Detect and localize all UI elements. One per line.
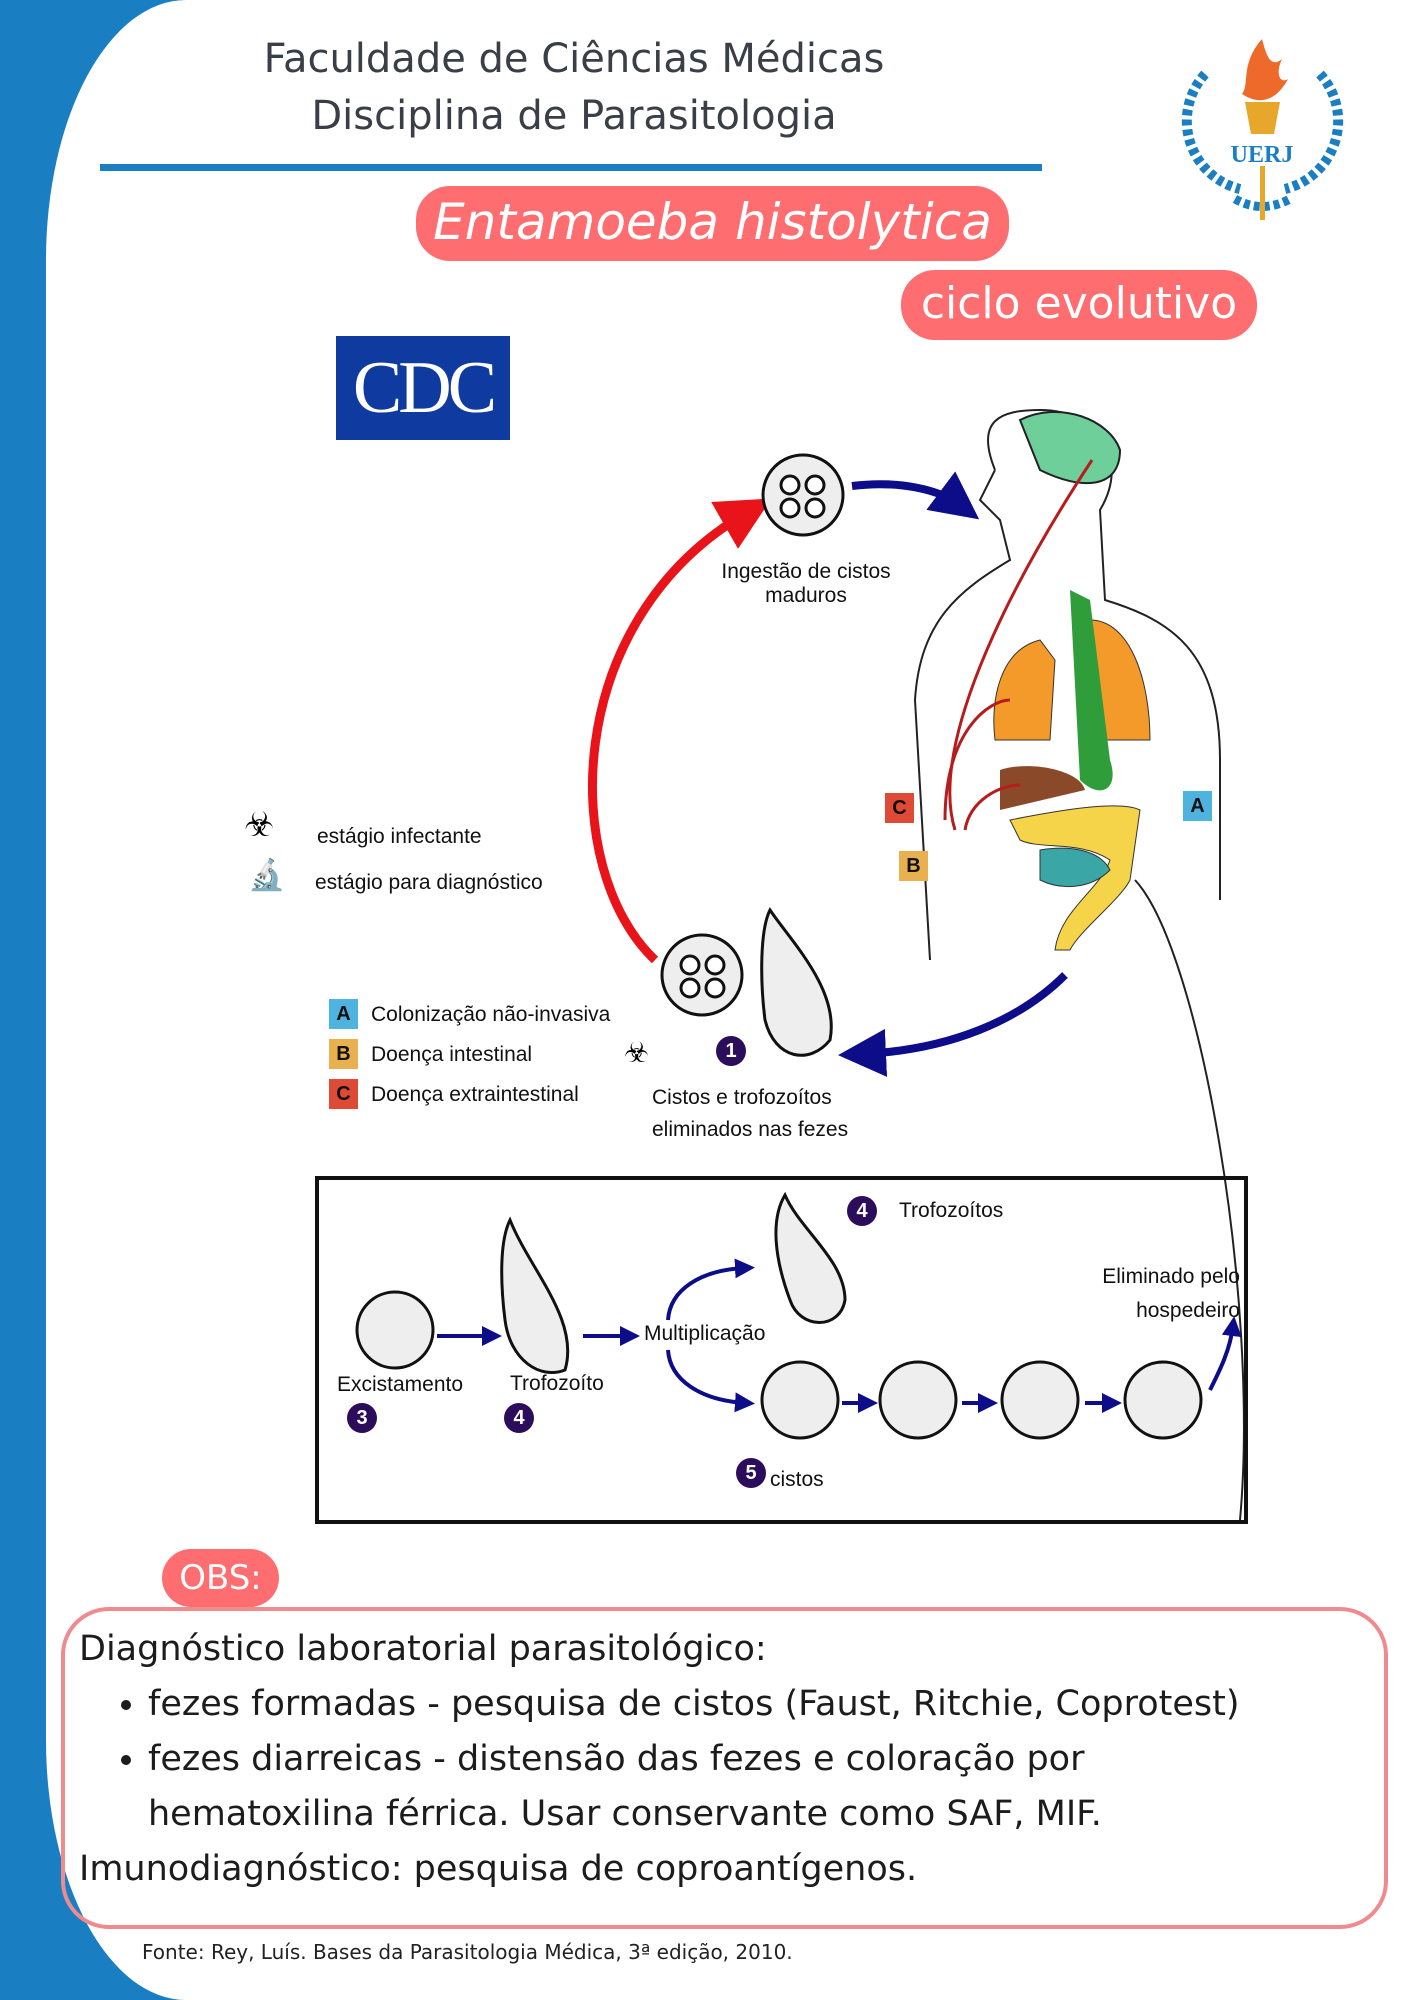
feces-cyst-trophozoite-image [660,907,833,1057]
cyst-stage-2 [878,1360,958,1440]
body-label-b: B [899,851,928,881]
excyst-label: Excistamento [337,1373,464,1396]
legend-c-key: C [329,1079,358,1109]
step-5-badge: 5 [736,1458,766,1488]
step-3-badge: 3 [347,1403,377,1433]
cyst-stage-1 [760,1360,840,1440]
legend-c-label: Doença extraintestinal [371,1083,579,1106]
arrow-to-brain [948,459,1094,831]
legend-a-key: A [329,999,358,1029]
step-4-badge: 4 [504,1403,534,1433]
legend-diagnostic: estágio para diagnóstico [315,871,543,894]
source-citation: Fonte: Rey, Luís. Bases da Parasitologia… [142,1940,793,1964]
arrow-to-ingestion [588,498,772,964]
faculty-name: Faculdade de Ciências Médicas [263,36,885,82]
legend-infective: estágio infectante [317,825,482,848]
trophozoites-image [774,1191,847,1324]
obs-bullet: fezes diarreicas - distensão das fezes e… [148,1732,1288,1842]
legend-b-key: B [329,1039,358,1069]
microscope-icon: 🔬 [248,859,286,892]
arrow-to-feces [838,972,1068,1077]
observations-text: Diagnóstico laboratorial parasitológico:… [79,1622,1379,1897]
trophozoite-image [500,1216,570,1375]
legend-b-label: Doença intestinal [371,1043,533,1066]
arrow-to-mouth [851,471,980,520]
step1-biohazard-icon: ☣ [624,1037,650,1068]
header-divider [100,164,1042,171]
intestinal-cycle-inset [315,1176,1248,1524]
obs-heading: Diagnóstico laboratorial parasitológico: [79,1629,767,1669]
cyst-stage-4 [1123,1360,1203,1440]
title-pill: Entamoeba histolytica [416,186,1009,261]
step-4b-badge: 4 [847,1196,877,1226]
svg-text:UERJ: UERJ [1231,142,1294,168]
cysts-label: cistos [770,1468,824,1491]
mature-cyst-image [761,453,845,537]
human-body-figure [913,408,1221,961]
uerj-logo: UERJ [1181,39,1344,220]
multiplication-label: Multiplicação [644,1322,766,1345]
body-label-a: A [1183,791,1212,821]
obs-immuno: Imunodiagnóstico: pesquisa de coproantíg… [79,1849,918,1889]
observations-box [61,1607,1388,1929]
subtitle-pill: ciclo evolutivo [901,270,1257,340]
discipline-name: Disciplina de Parasitologia [311,93,837,139]
excyst-image [355,1290,435,1370]
obs-bullet: fezes formadas - pesquisa de cistos (Fau… [148,1677,1379,1732]
cyst-stage-3 [1000,1360,1080,1440]
body-label-c: C [885,793,914,823]
trophozoites-label: Trofozoítos [899,1199,1004,1222]
cdc-logo-text: CDC [352,347,497,429]
trophozoite-label: Trofozoíto [510,1372,604,1395]
obs-pill: OBS: [162,1549,279,1607]
biohazard-icon: ☣ [244,806,275,844]
legend-a-label: Colonização não-invasiva [371,1003,611,1026]
step-1-badge: 1 [716,1036,746,1066]
cdc-logo: CDC [336,336,510,440]
